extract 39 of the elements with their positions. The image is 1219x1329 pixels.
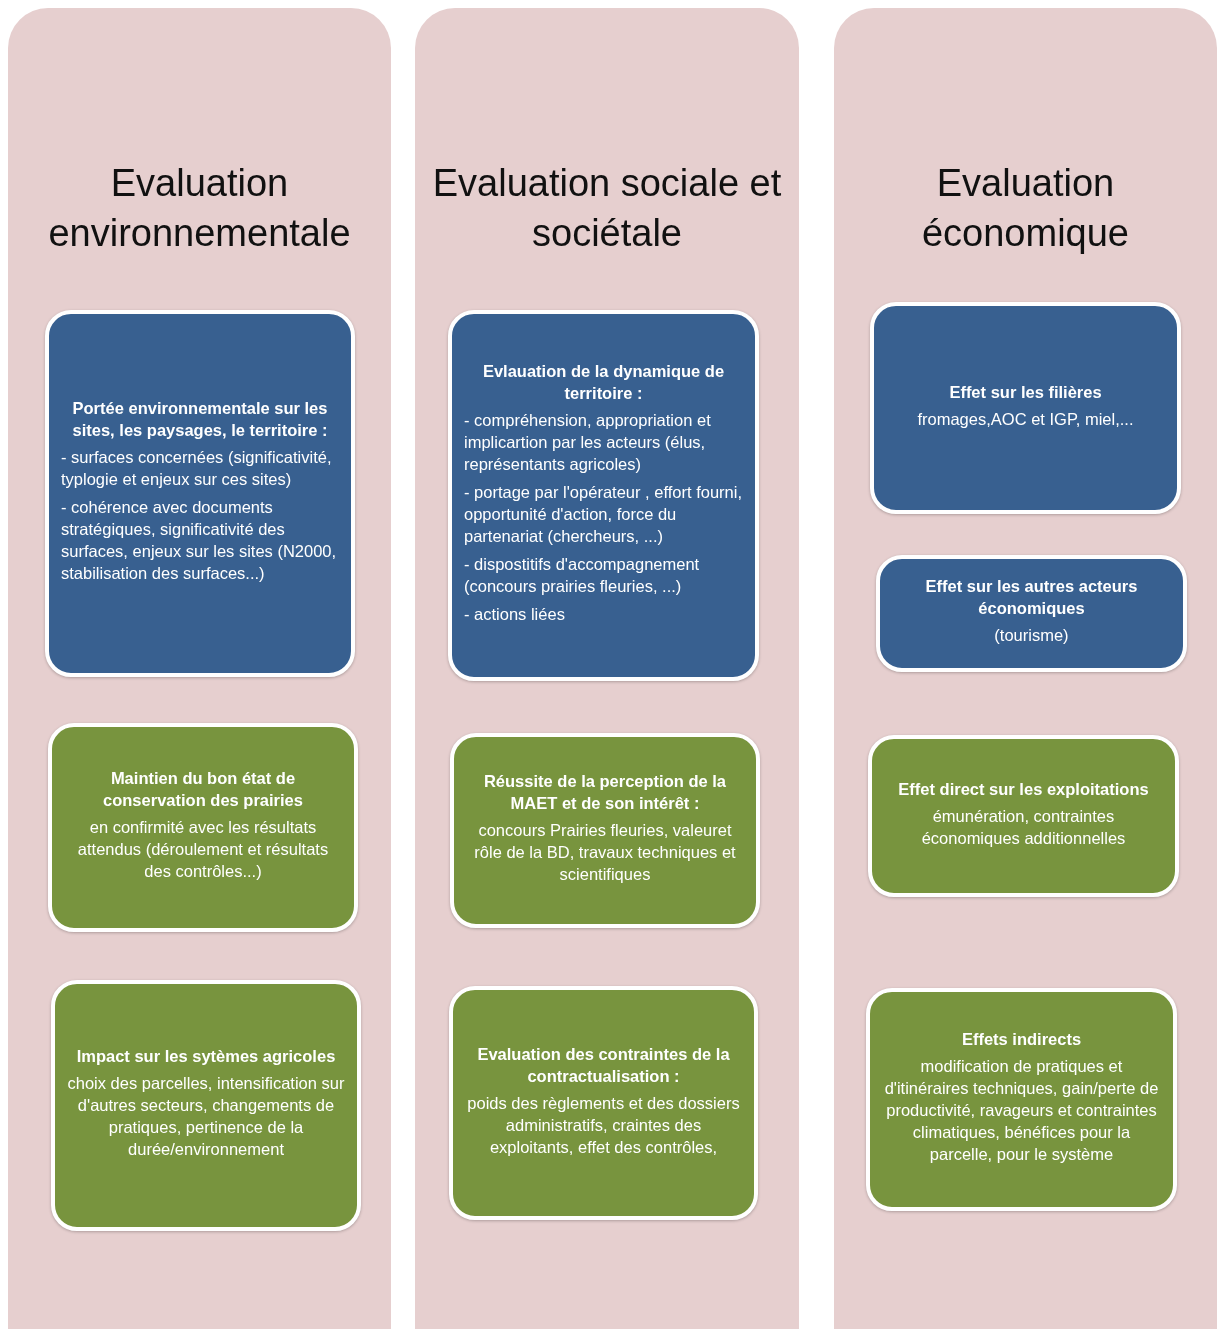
box-text: concours Prairies fleuries, valeuret rôle de la BD, travaux techniques et scientifiques [473, 820, 737, 885]
column-heading: Evaluation sociale et sociétale [431, 161, 783, 256]
box-text: - compréhension, appropriation et implicartion par les acteurs (élus, représentants agricoles) [464, 410, 712, 475]
box-text: - dispostitifs d'accompagnement (concours prairies fleuries, ...) [464, 554, 701, 597]
info-box [450, 733, 760, 928]
info-box [48, 723, 358, 932]
box-heading: Réussite de la perception de la MAET et de son intérêt : [482, 771, 728, 814]
box-text: - cohérence avec documents stratégiques, significativité des surfaces, enjeux sur les sites (N2000, stabilisation des surfaces...) [61, 497, 338, 584]
box-heading: Portée environnementale sur les sites, les paysages, le territoire : [71, 398, 329, 441]
box-text: - portage par l'opérateur , effort fourni, opportunité d'action, force du partenariat (chercheurs, ...) [464, 482, 743, 547]
info-box [449, 986, 758, 1220]
box-text: fromages,AOC et IGP, miel,... [916, 408, 1135, 430]
column-panel [415, 8, 799, 1329]
info-box [868, 735, 1179, 897]
column-heading: Evaluation environnementale [47, 161, 352, 256]
column-panel [834, 8, 1217, 1329]
box-heading: Effet direct sur les exploitations [897, 778, 1150, 800]
box-heading: Effet sur les filières [948, 381, 1103, 403]
box-text: en confirmité avec les résultats attendus (déroulement et résultats des contrôles...) [76, 817, 330, 882]
box-text: modification de pratiques et d'itinéraires techniques, gain/perte de productivité, ravageurs et contraintes climatiques, bénéfices pour la parcelle, pour le système [883, 1056, 1160, 1165]
box-text: - actions liées [464, 604, 566, 625]
box-text: choix des parcelles, intensification sur d'autres secteurs, changements de pratiques, pertinence de la durée/environnement [67, 1073, 345, 1160]
info-box [51, 980, 361, 1231]
box-heading: Effet sur les autres acteurs économiques [924, 576, 1139, 619]
box-heading: Evaluation des contraintes de la contractualisation : [476, 1043, 731, 1087]
box-heading: Impact sur les sytèmes agricoles [75, 1046, 337, 1067]
info-box [45, 310, 355, 677]
box-text: émunération, contraintes économiques additionnelles [920, 805, 1127, 849]
info-box [448, 310, 759, 681]
box-heading: Evlauation de la dynamique de territoire : [481, 361, 726, 404]
column-heading: Evaluation économique [920, 161, 1130, 256]
info-box [870, 302, 1181, 514]
column-panel [8, 8, 391, 1329]
info-box [866, 988, 1177, 1211]
box-text: - surfaces concernées (significativité, typlogie et enjeux sur ces sites) [61, 447, 333, 490]
box-heading: Effets indirects [960, 1029, 1083, 1050]
box-text: (tourisme) [993, 625, 1070, 646]
info-box [876, 555, 1187, 672]
box-text: poids des règlements et des dossiers administratifs, craintes des exploitants, effet des contrôles, [466, 1092, 741, 1158]
